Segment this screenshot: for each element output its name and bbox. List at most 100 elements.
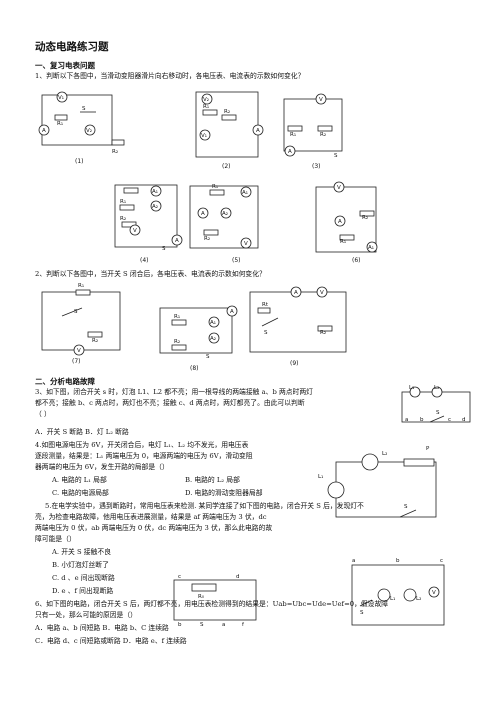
q4-line-1: 4.如图电源电压为 6V，开关闭合后，电灯 L₁、L₂ 均不发光，用电压表 — [35, 441, 249, 449]
svg-text:R₂: R₂ — [92, 338, 98, 344]
svg-text:A: A — [288, 149, 292, 155]
svg-text:V₂: V₂ — [203, 97, 209, 103]
q4-option-a: A. 电路的 L₁ 局部 — [52, 476, 107, 484]
svg-text:A: A — [338, 219, 342, 225]
svg-text:S: S — [206, 354, 210, 360]
question-2: 2、判断以下各图中，当开关 S 闭合后，各电压表、电流表的示数如何变化？ — [35, 270, 266, 278]
circuit-5: R₁ A₁ A A₂ R₂ V (5) — [189, 184, 259, 264]
section2-heading: 二、分析电路故障 — [35, 377, 95, 386]
svg-text:A₂: A₂ — [152, 204, 158, 210]
question-1: 1、判断以下各图中，当滑动变阻器滑片向右移动时，各电压表、电流表的示数如何变化？ — [35, 72, 305, 80]
svg-text:S: S — [162, 246, 166, 252]
svg-text:R₂: R₂ — [174, 339, 180, 345]
q3-line-2: 都不亮；接触 b、c 两点时，两灯也不亮；接触 c、d 两点时，两灯都亮了。由此… — [35, 399, 305, 407]
q4-option-c: C. 电路的电源局部 — [52, 489, 109, 497]
svg-text:(7): (7) — [72, 358, 81, 365]
svg-text:(9): (9) — [290, 360, 299, 367]
svg-text:(8): (8) — [190, 365, 199, 372]
q5-line-1: 5.在电学实验中，遇到断路时，常用电压表来检测. 某同学连接了如下图的电路，闭合… — [45, 502, 364, 510]
svg-text:V: V — [77, 348, 81, 354]
q6-line-2: 只有一处，那么可能的原因是（） — [35, 611, 137, 619]
q3-line-3: （ ） — [35, 410, 51, 418]
svg-text:R₁: R₁ — [340, 239, 346, 245]
q5-line-2: 亮，为检查电路故障，他用电压表进展测量，结果是 af 两端电压为 3 伏，dc — [35, 513, 267, 521]
q6-option-ab: A．电路 a、b 间短路 B．电路 b、C 连续路 — [35, 624, 169, 632]
q5-option-b: B. 小灯泡灯丝断了 — [52, 561, 109, 569]
svg-text:S: S — [200, 622, 204, 628]
circuit-3: V R₁ R₂ A S (3) — [283, 93, 343, 170]
svg-text:R₂: R₂ — [112, 149, 118, 155]
svg-text:V₁: V₁ — [58, 95, 64, 101]
q6-line-1: 6、如下图的电路，闭合开关 S 后，两灯都不亮，用电压表检测得到的结果是：Uab… — [35, 600, 388, 610]
svg-text:Rt: Rt — [262, 302, 269, 308]
svg-text:S: S — [82, 106, 86, 112]
svg-text:S: S — [74, 309, 78, 315]
circuit-6: V A R₂ R₁ A₁ (6) — [315, 181, 378, 264]
svg-text:A₁: A₁ — [152, 189, 158, 195]
svg-text:(6): (6) — [352, 257, 361, 264]
q4-line-3: 器两端的电压为 6V，发生开路的局部是（） — [35, 463, 169, 471]
q6-line-1-text: 6、如下图的电路，闭合开关 S 后，两灯都不亮，用电压表检测得到的结果是：U — [35, 600, 279, 608]
svg-text:A₁: A₁ — [242, 190, 248, 196]
svg-text:R₂: R₂ — [204, 236, 210, 242]
svg-text:R₁: R₁ — [120, 199, 126, 205]
svg-text:V₁: V₁ — [201, 133, 207, 139]
q5-option-c: C. d 、e 间出现断路 — [52, 574, 115, 582]
svg-text:S: S — [436, 410, 440, 416]
svg-text:A: A — [294, 290, 298, 296]
q5-line-4: 障可能是（） — [35, 535, 76, 543]
svg-text:a: a — [222, 622, 225, 628]
svg-text:V: V — [337, 185, 341, 191]
svg-text:R₂: R₂ — [224, 109, 230, 115]
q6-option-cd: C．电路 d、c 间短路或断路 D．电路 e、f 连续路 — [35, 637, 187, 645]
q4-option-d: D. 电路的滑动变阻器局部 — [185, 489, 263, 497]
svg-text:a: a — [352, 558, 355, 564]
q3-options: A．开关 S 断路 B．灯 L₂ 断路 — [35, 428, 129, 436]
svg-text:d: d — [462, 417, 466, 423]
q4-option-b: B. 电路的 L₂ 局部 — [185, 476, 240, 484]
svg-text:S: S — [264, 330, 268, 336]
svg-text:d: d — [236, 574, 240, 580]
circuit-2: V₂ R₁ R₂ V₁ A (2) — [195, 91, 264, 170]
svg-text:A₂: A₂ — [222, 211, 228, 217]
circuit-4: A₁ R₁ A₂ R₂ V A S (4) — [114, 184, 183, 264]
svg-text:b: b — [420, 417, 424, 423]
circuit-7: R₁ S R₂ V (7) — [41, 283, 121, 365]
svg-text:L₂: L₂ — [416, 596, 421, 602]
svg-text:R₁: R₁ — [57, 121, 63, 127]
svg-text:R₁: R₁ — [203, 104, 209, 110]
svg-text:V: V — [244, 241, 248, 247]
svg-text:A: A — [201, 211, 205, 217]
svg-text:a: a — [405, 417, 408, 423]
q5-line-3: 两端电压为 0 伏，ab 两端电压为 0 伏，dc 两端电压为 3 伏，那么此电… — [35, 524, 273, 532]
svg-text:b: b — [396, 558, 400, 564]
svg-text:A: A — [42, 128, 46, 134]
svg-text:c: c — [178, 574, 181, 580]
circuit-1: V₁ R₁ A V₂ S R₂ (1) — [38, 91, 125, 165]
svg-text:A: A — [256, 128, 260, 134]
q3-line-1: 3、如下图，闭合开关 s 时，灯泡 L1、L2 都不亮；用一根导线的两端接触 a… — [35, 388, 313, 396]
svg-text:c: c — [448, 417, 451, 423]
svg-text:S: S — [404, 504, 408, 510]
page-title: 动态电路练习题 — [35, 41, 109, 53]
svg-text:V₂: V₂ — [86, 128, 92, 134]
svg-text:L₁: L₁ — [390, 596, 395, 602]
svg-text:L₁: L₁ — [318, 474, 323, 480]
q5-option-a: A. 开关 S 接触不良 — [52, 548, 111, 556]
svg-text:L₁: L₁ — [409, 385, 414, 391]
circuit-8: A R₁ A₁ A₂ R₂ S (8) — [159, 305, 238, 372]
svg-text:V: V — [320, 290, 324, 296]
svg-text:R₁: R₁ — [78, 283, 84, 289]
q4-circuit: L₂ P L₁ S — [318, 446, 437, 518]
svg-text:R₁: R₁ — [290, 132, 296, 138]
circuit-9: A V Rt S R₂ (9) — [249, 286, 347, 367]
svg-text:R₂: R₂ — [320, 330, 326, 336]
svg-text:R₀: R₀ — [198, 594, 205, 600]
q5-option-d: D. e 、f 间出现断路 — [52, 587, 114, 595]
svg-text:V: V — [133, 228, 137, 234]
svg-text:c: c — [440, 558, 443, 564]
